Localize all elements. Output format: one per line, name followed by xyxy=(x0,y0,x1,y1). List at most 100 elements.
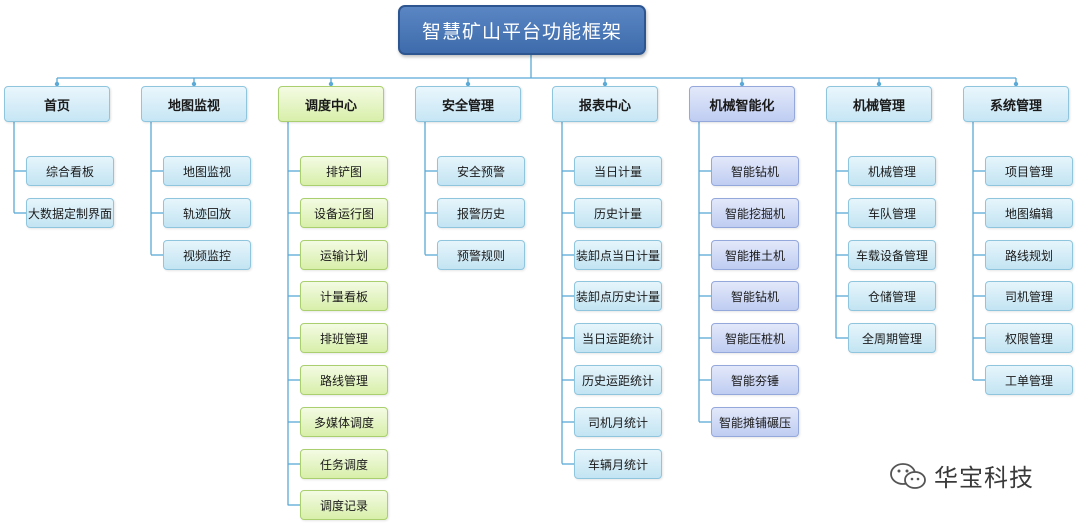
root-title: 智慧矿山平台功能框架 xyxy=(421,20,622,43)
leaf-node: 地图监视 xyxy=(163,156,251,186)
leaf-node: 全周期管理 xyxy=(848,323,936,353)
leaf-node: 权限管理 xyxy=(985,323,1073,353)
leaf-node: 智能钻机 xyxy=(711,281,799,311)
leaf-label: 大数据定制界面 xyxy=(27,206,112,221)
wechat-icon xyxy=(890,462,926,489)
leaf-label: 智能压桩机 xyxy=(724,331,785,346)
leaf-node: 安全预警 xyxy=(437,156,525,186)
leaf-label: 智能钻机 xyxy=(730,289,779,304)
leaf-node: 排铲图 xyxy=(300,156,388,186)
leaf-label: 路线规划 xyxy=(1004,248,1053,263)
leaf-label: 智能摊铺碾压 xyxy=(718,415,791,430)
connector-dot xyxy=(1013,81,1019,87)
category-label: 调度中心 xyxy=(304,98,357,114)
leaf-node: 装卸点历史计量 xyxy=(574,281,662,311)
leaf-label: 地图监视 xyxy=(182,164,231,179)
category-label: 安全管理 xyxy=(441,98,494,114)
leaf-node: 车队管理 xyxy=(848,198,936,228)
category-label: 报表中心 xyxy=(578,98,631,114)
leaf-node: 智能压桩机 xyxy=(711,323,799,353)
leaf-label: 项目管理 xyxy=(1004,164,1053,179)
leaf-node: 当日运距统计 xyxy=(574,323,662,353)
leaf-label: 报警历史 xyxy=(456,206,505,221)
leaf-node: 路线管理 xyxy=(300,365,388,395)
leaf-node: 车载设备管理 xyxy=(848,240,936,270)
leaf-node: 智能推土机 xyxy=(711,240,799,270)
leaf-node: 仓储管理 xyxy=(848,281,936,311)
watermark-text: 华宝科技 xyxy=(934,464,1034,492)
category-node: 首页 xyxy=(4,86,110,122)
leaf-label: 安全预警 xyxy=(456,164,505,179)
category-node: 报表中心 xyxy=(552,86,658,122)
leaf-label: 司机管理 xyxy=(1004,289,1053,304)
leaf-node: 历史计量 xyxy=(574,198,662,228)
leaf-node: 智能夯锤 xyxy=(711,365,799,395)
leaf-node: 地图编辑 xyxy=(985,198,1073,228)
leaf-label: 机械管理 xyxy=(867,164,916,179)
leaf-node: 排班管理 xyxy=(300,323,388,353)
watermark: 华宝科技 xyxy=(888,458,1034,493)
leaf-node: 报警历史 xyxy=(437,198,525,228)
leaf-node: 多媒体调度 xyxy=(300,407,388,437)
leaf-label: 车辆月统计 xyxy=(587,457,648,472)
leaf-label: 轨迹回放 xyxy=(182,206,231,221)
category-node: 机械智能化 xyxy=(689,86,795,122)
connector-dot xyxy=(739,81,745,87)
leaf-label: 司机月统计 xyxy=(587,415,648,430)
leaf-node: 历史运距统计 xyxy=(574,365,662,395)
leaf-node: 计量看板 xyxy=(300,281,388,311)
leaf-node: 运输计划 xyxy=(300,240,388,270)
connector-dot xyxy=(54,81,60,87)
root-node: 智慧矿山平台功能框架 xyxy=(398,5,646,55)
category-node: 调度中心 xyxy=(278,86,384,122)
leaf-node: 综合看板 xyxy=(26,156,114,186)
leaf-label: 当日运距统计 xyxy=(581,331,654,346)
leaf-label: 智能钻机 xyxy=(730,164,779,179)
leaf-label: 智能夯锤 xyxy=(730,373,779,388)
leaf-label: 路线管理 xyxy=(319,373,368,388)
leaf-label: 任务调度 xyxy=(319,457,368,472)
leaf-node: 当日计量 xyxy=(574,156,662,186)
leaf-label: 车队管理 xyxy=(867,206,916,221)
leaf-label: 地图编辑 xyxy=(1004,206,1053,221)
leaf-label: 计量看板 xyxy=(319,289,368,304)
leaf-label: 权限管理 xyxy=(1004,331,1053,346)
leaf-node: 车辆月统计 xyxy=(574,449,662,479)
leaf-node: 智能钻机 xyxy=(711,156,799,186)
leaf-node: 工单管理 xyxy=(985,365,1073,395)
category-label: 系统管理 xyxy=(989,98,1042,114)
leaf-label: 工单管理 xyxy=(1004,373,1053,388)
leaf-node: 司机管理 xyxy=(985,281,1073,311)
leaf-node: 轨迹回放 xyxy=(163,198,251,228)
leaf-node: 任务调度 xyxy=(300,449,388,479)
leaf-label: 历史运距统计 xyxy=(581,373,654,388)
leaf-label: 当日计量 xyxy=(593,164,642,179)
leaf-label: 智能挖掘机 xyxy=(724,206,785,221)
leaf-label: 装卸点历史计量 xyxy=(575,289,660,304)
leaf-node: 机械管理 xyxy=(848,156,936,186)
leaf-label: 设备运行图 xyxy=(313,206,374,221)
connector-dot xyxy=(191,81,197,87)
leaf-label: 仓储管理 xyxy=(867,289,916,304)
category-label: 地图监视 xyxy=(167,98,220,114)
connector-dot xyxy=(328,81,334,87)
leaf-label: 全周期管理 xyxy=(861,331,922,346)
leaf-label: 调度记录 xyxy=(319,498,368,513)
leaf-node: 项目管理 xyxy=(985,156,1073,186)
leaf-label: 车载设备管理 xyxy=(855,248,928,263)
leaf-node: 视频监控 xyxy=(163,240,251,270)
category-node: 安全管理 xyxy=(415,86,521,122)
category-label: 机械智能化 xyxy=(709,98,775,114)
leaf-node: 预警规则 xyxy=(437,240,525,270)
leaf-label: 排铲图 xyxy=(325,164,362,179)
leaf-label: 智能推土机 xyxy=(724,248,785,263)
leaf-label: 综合看板 xyxy=(45,164,94,179)
connector-dot xyxy=(876,81,882,87)
leaf-node: 设备运行图 xyxy=(300,198,388,228)
leaf-node: 调度记录 xyxy=(300,490,388,520)
leaf-label: 运输计划 xyxy=(319,248,368,263)
leaf-label: 排班管理 xyxy=(319,331,368,346)
connector-dot xyxy=(465,81,471,87)
leaf-node: 装卸点当日计量 xyxy=(574,240,662,270)
